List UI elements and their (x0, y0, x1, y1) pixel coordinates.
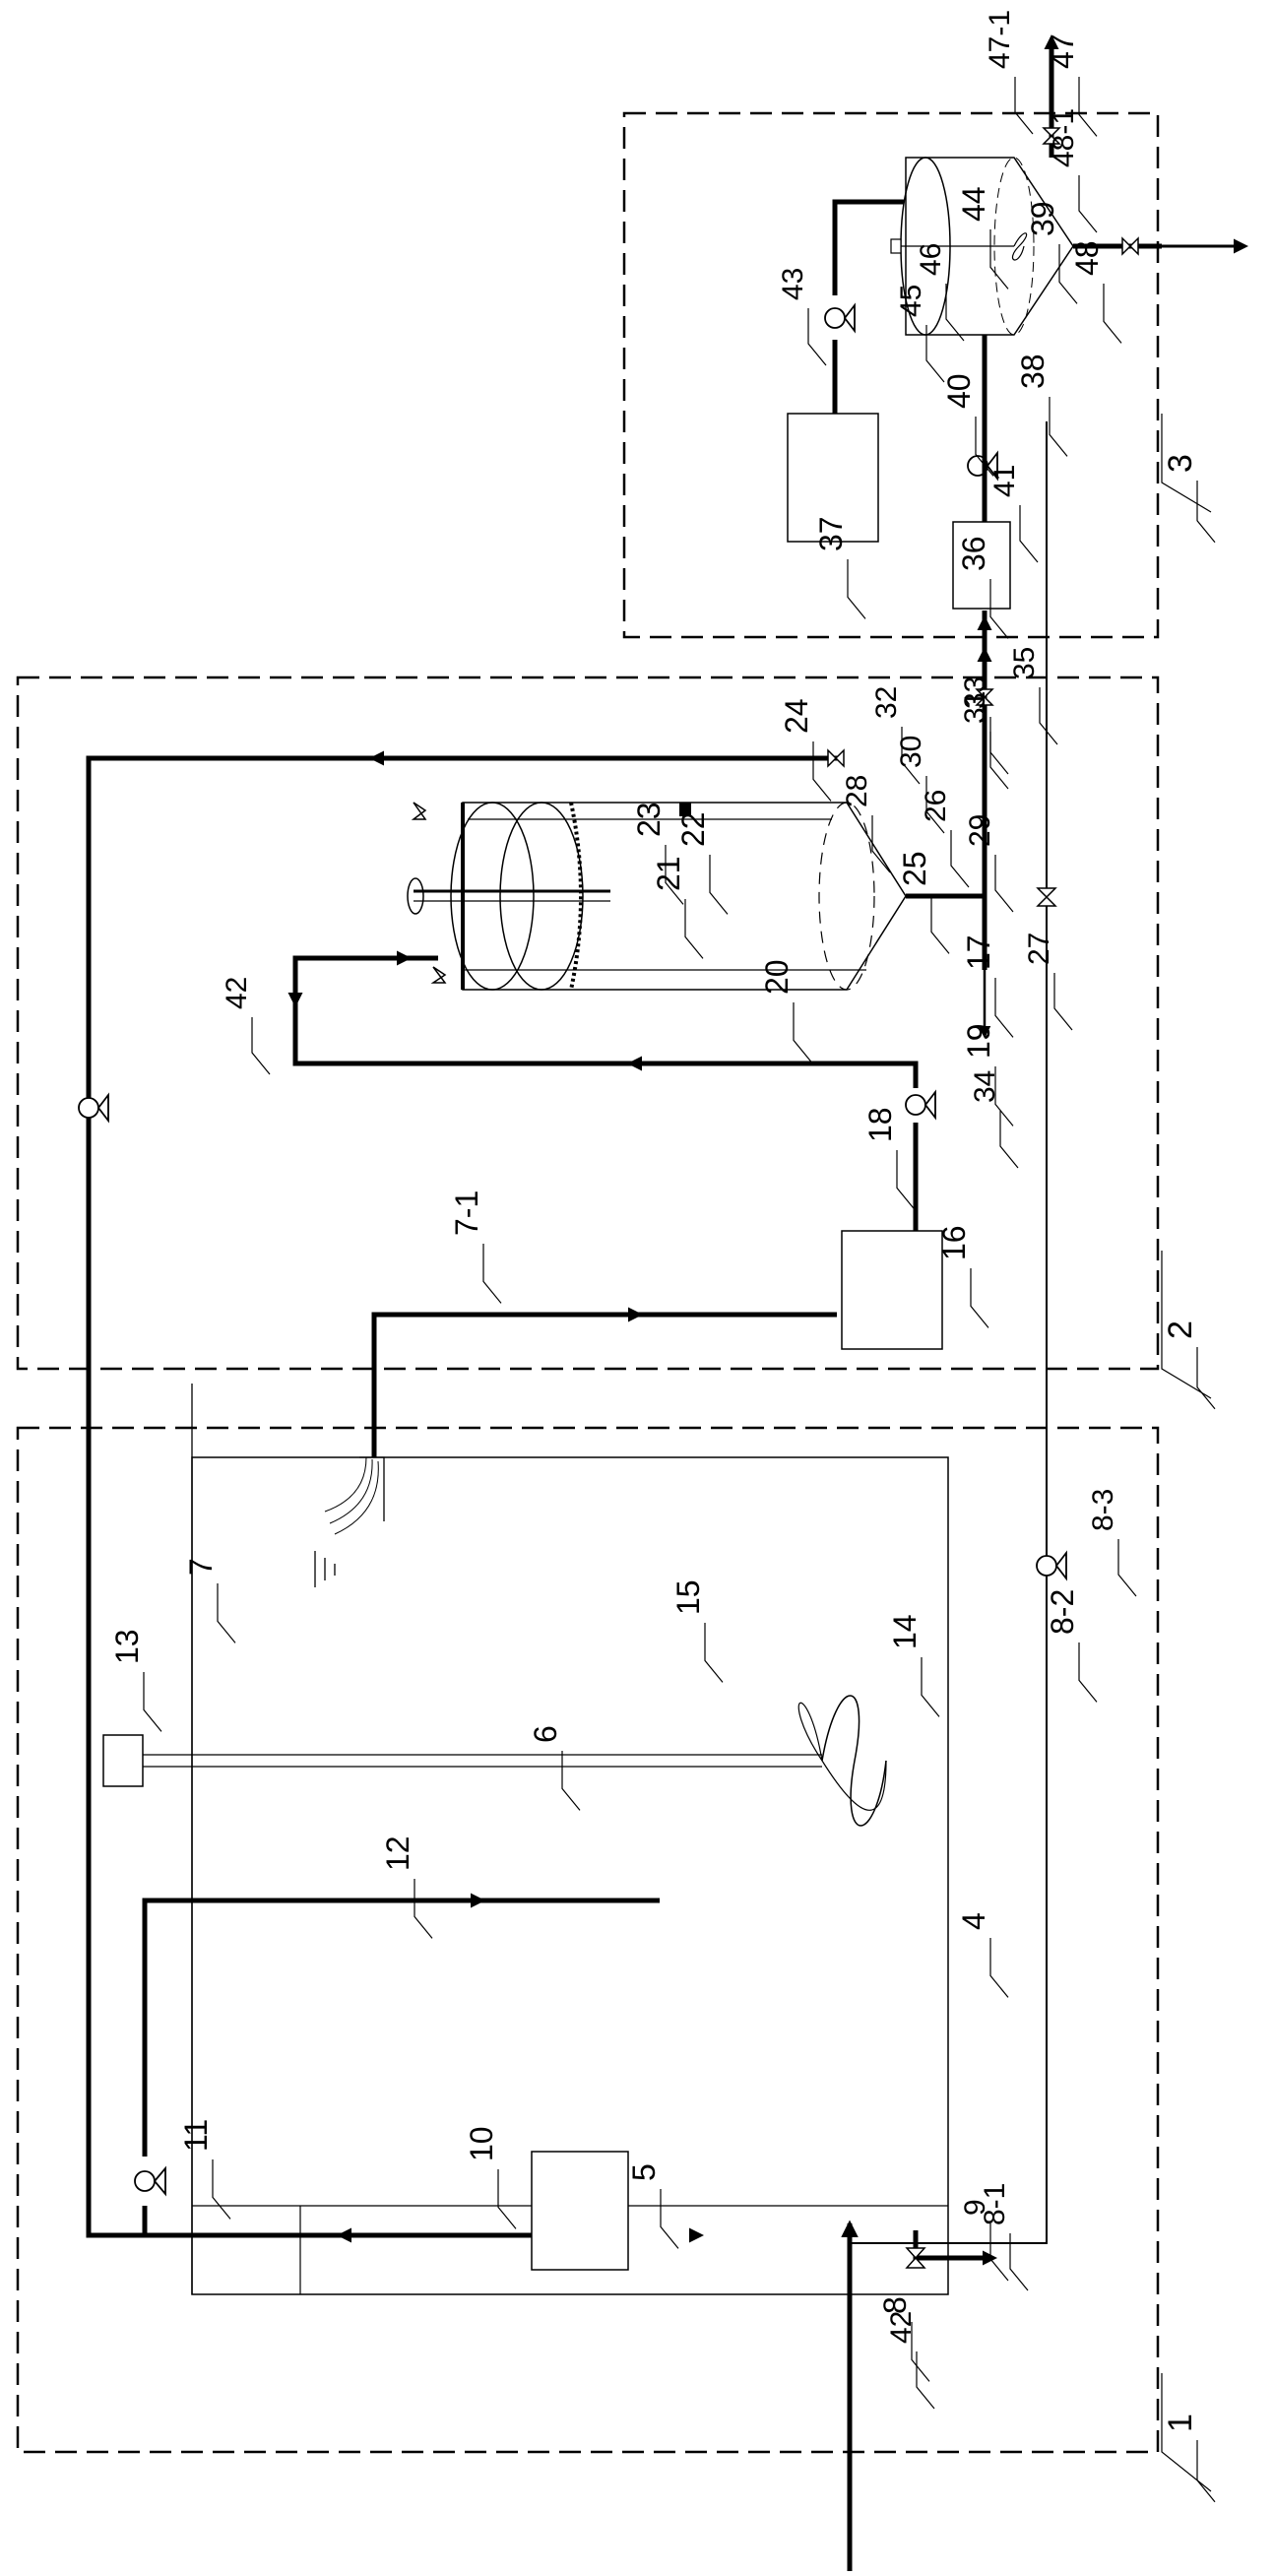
tank-5 (531, 2151, 629, 2271)
module-1-boundary (16, 1426, 1160, 2454)
label-equipment-e40: 40 (941, 373, 977, 409)
label-equipment-e7: 7 (183, 1558, 219, 1576)
label-valves-v47_1: 47-1 (984, 10, 1016, 69)
label-equipment-e45: 45 (895, 285, 927, 317)
label-pipes-p30: 30 (895, 736, 927, 768)
label-valves-v29: 29 (964, 814, 996, 847)
label-equipment-e12: 12 (380, 1835, 415, 1871)
label-pumps-p34: 34 (969, 1070, 1001, 1103)
label-equipment-e46: 46 (915, 243, 947, 276)
label-modules-2: 3 (1162, 454, 1199, 473)
label-pipes-p47: 47 (1045, 33, 1080, 69)
arrows (337, 750, 997, 2266)
label-equipment-e22: 22 (675, 811, 711, 847)
pump-34 (78, 1092, 109, 1124)
label-equipment-e36: 36 (956, 536, 991, 571)
label-equipment-e17: 17 (961, 934, 996, 970)
label-equipment-e39: 39 (1025, 201, 1060, 236)
module-1-pipes (86, 755, 985, 2571)
reactor-4 (102, 1384, 949, 2295)
tank-36 (952, 521, 1011, 610)
label-valves-v8_1: 8-1 (979, 2183, 1011, 2225)
label-equipment-e23: 23 (631, 802, 667, 837)
label-pipes-p8: 8 (877, 2296, 913, 2314)
pump-11 (134, 2165, 166, 2197)
label-pipes-p20: 20 (759, 959, 795, 995)
label-pipes-p42a: 42 (221, 977, 253, 1009)
label-equipment-e15: 15 (670, 1579, 706, 1615)
module-boundaries (16, 111, 1160, 2454)
separator-39 (890, 157, 1074, 336)
label-pipes-p7_1: 7-1 (449, 1191, 484, 1236)
valve-33 (827, 748, 845, 768)
label-pipes-p31: 31 (959, 691, 991, 724)
label-pipes-p48: 48 (1069, 240, 1105, 276)
tank-37 (787, 413, 879, 543)
label-equipment-e37: 37 (813, 516, 849, 551)
label-equipment-e5: 5 (626, 2163, 662, 2181)
label-valves-v33: 33 (959, 676, 991, 709)
label-valves-v27: 27 (1023, 933, 1055, 965)
label-pipes-p28: 28 (841, 775, 873, 807)
agitator-motor (102, 1734, 144, 1787)
label-equipment-e24: 24 (779, 698, 814, 734)
label-pumps-p19: 19 (961, 1023, 996, 1059)
label-pipes-p32: 32 (870, 686, 903, 719)
label-equipment-e38: 38 (1015, 354, 1051, 389)
module-3-boundary (622, 111, 1160, 639)
label-modules-0: 1 (1162, 2414, 1199, 2432)
clarifier-17 (407, 802, 907, 991)
label-valves-v35: 35 (1008, 647, 1041, 679)
valve-8-1 (905, 2247, 926, 2269)
label-pipes-p18: 18 (862, 1107, 898, 1142)
module-2-pipes (292, 611, 987, 1231)
label-pumps-p41: 41 (988, 465, 1021, 497)
valve-48-1 (1121, 236, 1139, 256)
tank-16 (841, 1230, 943, 1350)
module-3-pipes (832, 39, 1162, 522)
label-equipment-e6: 6 (528, 1725, 563, 1743)
label-equipment-e14: 14 (887, 1614, 923, 1649)
label-pipes-p42b: 42 (885, 2311, 918, 2344)
pump-8-3 (1036, 1550, 1067, 1581)
label-pumps-p8_3: 8-3 (1087, 1489, 1119, 1531)
valve-47-1 (1042, 127, 1061, 145)
label-equipment-e44: 44 (956, 186, 991, 222)
label-equipment-e13: 13 (109, 1629, 145, 1664)
label-equipment-e25: 25 (897, 851, 932, 886)
label-pipes-p26: 26 (920, 790, 952, 822)
valve-35 (975, 688, 994, 706)
agitator-impeller (821, 1695, 887, 1827)
label-pipes-p8_2: 8-2 (1045, 1589, 1080, 1635)
label-equipment-e16: 16 (936, 1225, 972, 1260)
label-valves-v48_1: 48-1 (1048, 108, 1080, 167)
label-pumps-p43: 43 (777, 268, 809, 300)
leader-lines (143, 77, 1216, 2503)
module-2-boundary (16, 676, 1160, 1371)
label-equipment-e9: 9 (959, 2199, 991, 2216)
label-pipes-p10: 10 (464, 2126, 499, 2161)
label-equipment-e4: 4 (956, 1912, 991, 1930)
label-equipment-e21: 21 (651, 856, 686, 891)
valve-29 (1036, 887, 1057, 907)
pump-19 (905, 1089, 936, 1121)
label-modules-1: 2 (1162, 1320, 1199, 1339)
recycle-pipe-8-2 (850, 421, 1048, 2244)
label-pumps-p11: 11 (178, 2119, 214, 2152)
pump-43 (824, 302, 856, 334)
